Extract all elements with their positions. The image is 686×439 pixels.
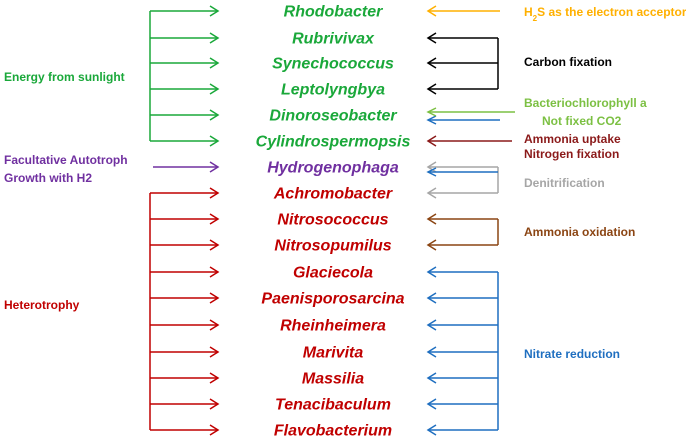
genus-flavobacterium: Flavobacterium (274, 423, 392, 439)
genus-nitrosopumilus: Nitrosopumilus (274, 238, 391, 255)
arrowhead (209, 372, 220, 384)
label-h2s: H2S as the electron acceptor (524, 5, 686, 23)
arrowhead (426, 32, 437, 44)
label-bacteriochlorophyll-a: Bacteriochlorophyll a (524, 96, 647, 110)
arrowhead (209, 135, 220, 147)
arrowhead (209, 398, 220, 410)
genus-glaciecola: Glaciecola (293, 265, 373, 282)
left-group-heterotrophy (149, 187, 220, 436)
right-group-denitrification (426, 161, 499, 199)
arrowhead (209, 5, 220, 17)
arrowhead (426, 319, 437, 331)
right-group-ammonia-uptake (426, 135, 512, 147)
label-ammonia-oxidation: Ammonia oxidation (524, 225, 635, 239)
label-h2s-sub: 2 (533, 14, 538, 23)
arrowhead (426, 161, 437, 173)
arrowhead (426, 398, 437, 410)
label-h2s-h: H (524, 5, 533, 19)
genus-rheinheimera: Rheinheimera (280, 318, 386, 335)
label-not-fixed-co2: Not fixed CO2 (542, 114, 622, 128)
genus-dinoroseobacter: Dinoroseobacter (269, 108, 397, 125)
left-label: Growth with H2 (4, 171, 92, 185)
arrowhead (209, 109, 220, 121)
arrowhead (426, 83, 437, 95)
genus-rhodobacter: Rhodobacter (284, 4, 383, 21)
arrowhead (426, 167, 437, 177)
genus-synechococcus: Synechococcus (272, 56, 394, 73)
left-label: Heterotrophy (4, 298, 80, 312)
arrowhead (426, 107, 437, 117)
arrowhead (209, 292, 220, 304)
genus-hydrogenophaga: Hydrogenophaga (267, 160, 399, 177)
genus-paenisporosarcina: Paenisporosarcina (261, 291, 404, 308)
arrowhead (209, 424, 220, 436)
genus-cylindrospermopsis: Cylindrospermopsis (256, 134, 411, 151)
arrowhead (209, 83, 220, 95)
left-label: Energy from sunlight (4, 70, 125, 84)
arrowhead (209, 161, 220, 173)
left-label: Facultative Autotroph (4, 153, 128, 167)
right-group-nitrate-reduction (426, 115, 500, 436)
arrowhead (426, 346, 437, 358)
right-group-h2s (426, 5, 500, 17)
right-group-carbon-fixation (426, 32, 499, 95)
label-ammonia-uptake: Ammonia uptake (524, 132, 621, 146)
label-carbon-fixation: Carbon fixation (524, 55, 612, 69)
right-group-ammonia-oxidation (426, 213, 499, 251)
arrowhead (426, 424, 437, 436)
arrowhead (426, 292, 437, 304)
arrowhead (209, 266, 220, 278)
label-nitrogen-fixation: Nitrogen fixation (524, 147, 619, 161)
label-nitrate-reduction: Nitrate reduction (524, 347, 620, 361)
genus-marivita: Marivita (303, 345, 364, 362)
genus-leptolyngbya: Leptolyngbya (281, 82, 385, 99)
arrowhead (426, 372, 437, 384)
arrowhead (209, 187, 220, 199)
label-h2s-rest: S as the electron acceptor (537, 5, 686, 19)
arrowhead (426, 266, 437, 278)
left-group-energy-from-sunlight (149, 5, 220, 147)
genus-tenacibaculum: Tenacibaculum (275, 397, 391, 414)
arrowhead (426, 5, 437, 17)
arrowhead (209, 346, 220, 358)
right-connectors (426, 5, 515, 436)
arrowhead (209, 239, 220, 251)
arrowhead (426, 115, 437, 125)
arrowhead (209, 319, 220, 331)
right-group-bacteriochlorophyll (426, 107, 515, 117)
arrowhead (209, 32, 220, 44)
genus-massilia: Massilia (302, 371, 364, 388)
genus-nitrosococcus: Nitrosococcus (277, 212, 388, 229)
genus-rubrivivax: Rubrivivax (292, 31, 375, 48)
arrowhead (426, 239, 437, 251)
genus-list: RhodobacterRubrivivaxSynechococcusLeptol… (256, 4, 411, 439)
arrowhead (209, 57, 220, 69)
arrowhead (209, 213, 220, 225)
left-group-facultative-autotroph (153, 161, 220, 173)
genus-achromobacter: Achromobacter (273, 186, 393, 203)
arrowhead (426, 187, 437, 199)
arrowhead (426, 57, 437, 69)
label-denitrification: Denitrification (524, 176, 605, 190)
arrowhead (426, 213, 437, 225)
arrowhead (426, 135, 437, 147)
left-connectors (149, 5, 220, 436)
